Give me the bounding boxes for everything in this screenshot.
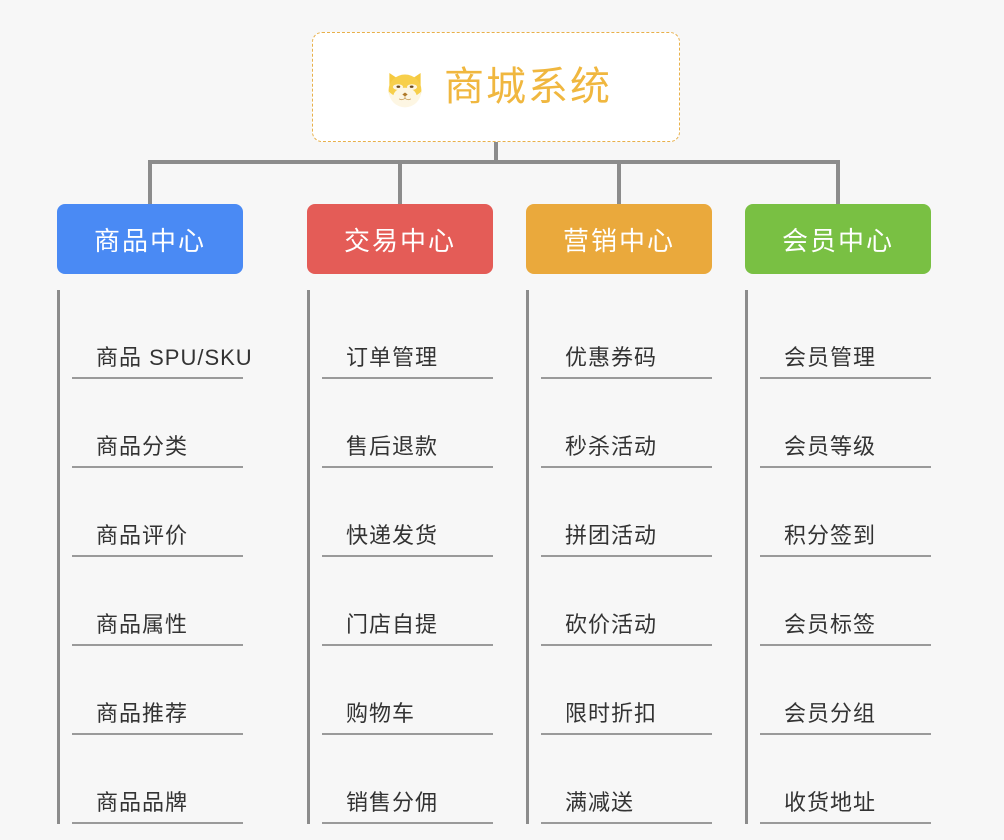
leaf-item-label: 会员管理 (784, 345, 877, 370)
leaf-item[interactable]: 砍价活动 (541, 557, 712, 646)
leaf-item[interactable]: 秒杀活动 (541, 379, 712, 468)
leaf-item-label: 商品属性 (96, 612, 189, 637)
leaf-item[interactable]: 订单管理 (322, 290, 493, 379)
leaf-list-marketing-center: 优惠券码秒杀活动拼团活动砍价活动限时折扣满减送 (526, 290, 712, 824)
leaf-item-label: 商品推荐 (96, 701, 189, 726)
category-header-label: 会员中心 (781, 225, 894, 256)
drop-line-product-center (148, 160, 152, 204)
leaf-item[interactable]: 优惠券码 (541, 290, 712, 379)
horizontal-bus (148, 160, 840, 164)
leaf-item-label: 门店自提 (346, 612, 439, 637)
leaf-item[interactable]: 会员管理 (760, 290, 931, 379)
leaf-item-label: 商品分类 (96, 434, 189, 459)
leaf-item-label: 拼团活动 (565, 523, 658, 548)
leaf-item[interactable]: 售后退款 (322, 379, 493, 468)
leaf-item[interactable]: 商品评价 (72, 468, 243, 557)
leaf-item-label: 秒杀活动 (565, 434, 658, 459)
leaf-item-label: 积分签到 (784, 523, 877, 548)
leaf-item-label: 优惠券码 (565, 345, 658, 370)
drop-line-marketing-center (617, 160, 621, 204)
leaf-item-label: 商品品牌 (96, 790, 189, 815)
leaf-item[interactable]: 会员标签 (760, 557, 931, 646)
leaf-item[interactable]: 会员分组 (760, 646, 931, 735)
leaf-item[interactable]: 商品品牌 (72, 735, 243, 824)
leaf-item[interactable]: 限时折扣 (541, 646, 712, 735)
column-member-center: 会员中心会员管理会员等级积分签到会员标签会员分组收货地址 (745, 204, 931, 824)
leaf-list-product-center: 商品 SPU/SKU 商品分类商品评价商品属性商品推荐商品品牌 (57, 290, 252, 824)
leaf-item[interactable]: 销售分佣 (322, 735, 493, 824)
leaf-item[interactable]: 快递发货 (322, 468, 493, 557)
category-header-member-center[interactable]: 会员中心 (745, 204, 931, 274)
leaf-item[interactable]: 满减送 (541, 735, 712, 824)
drop-line-member-center (836, 160, 840, 204)
leaf-item-label: 会员标签 (784, 612, 877, 637)
category-header-label: 营销中心 (562, 225, 675, 256)
category-header-marketing-center[interactable]: 营销中心 (526, 204, 712, 274)
leaf-item-label: 销售分佣 (346, 790, 439, 815)
leaf-item[interactable]: 积分签到 (760, 468, 931, 557)
shiba-dog-icon (380, 62, 430, 112)
column-marketing-center: 营销中心优惠券码秒杀活动拼团活动砍价活动限时折扣满减送 (526, 204, 712, 824)
leaf-item-label: 快递发货 (346, 523, 439, 548)
column-product-center: 商品中心商品 SPU/SKU 商品分类商品评价商品属性商品推荐商品品牌 (57, 204, 252, 824)
leaf-item-label: 商品评价 (96, 523, 189, 548)
category-header-label: 交易中心 (343, 225, 456, 256)
leaf-item[interactable]: 商品推荐 (72, 646, 243, 735)
leaf-item[interactable]: 商品分类 (72, 379, 243, 468)
leaf-item-label: 购物车 (346, 701, 416, 726)
leaf-item[interactable]: 会员等级 (760, 379, 931, 468)
leaf-list-trade-center: 订单管理售后退款快递发货门店自提购物车销售分佣 (307, 290, 493, 824)
leaf-item[interactable]: 收货地址 (760, 735, 931, 824)
root-title: 商城系统 (444, 65, 612, 109)
leaf-item[interactable]: 拼团活动 (541, 468, 712, 557)
leaf-item-label: 订单管理 (346, 345, 439, 370)
leaf-item-label: 限时折扣 (565, 701, 658, 726)
leaf-item-label: 商品 SPU/SKU (96, 345, 253, 370)
root-node[interactable]: 商城系统 (312, 32, 680, 142)
leaf-list-member-center: 会员管理会员等级积分签到会员标签会员分组收货地址 (745, 290, 931, 824)
leaf-item[interactable]: 购物车 (322, 646, 493, 735)
leaf-item-label: 砍价活动 (565, 612, 658, 637)
drop-line-trade-center (398, 160, 402, 204)
leaf-item-label: 收货地址 (784, 790, 877, 815)
leaf-item[interactable]: 商品属性 (72, 557, 243, 646)
leaf-item[interactable]: 商品 SPU/SKU (72, 290, 252, 379)
category-header-trade-center[interactable]: 交易中心 (307, 204, 493, 274)
leaf-item-label: 会员分组 (784, 701, 877, 726)
leaf-item-label: 会员等级 (784, 434, 877, 459)
column-trade-center: 交易中心订单管理售后退款快递发货门店自提购物车销售分佣 (307, 204, 493, 824)
leaf-item-label: 售后退款 (346, 434, 439, 459)
root-stem (494, 142, 498, 164)
leaf-item[interactable]: 门店自提 (322, 557, 493, 646)
category-header-product-center[interactable]: 商品中心 (57, 204, 243, 274)
leaf-item-label: 满减送 (565, 790, 635, 815)
category-header-label: 商品中心 (93, 225, 206, 256)
